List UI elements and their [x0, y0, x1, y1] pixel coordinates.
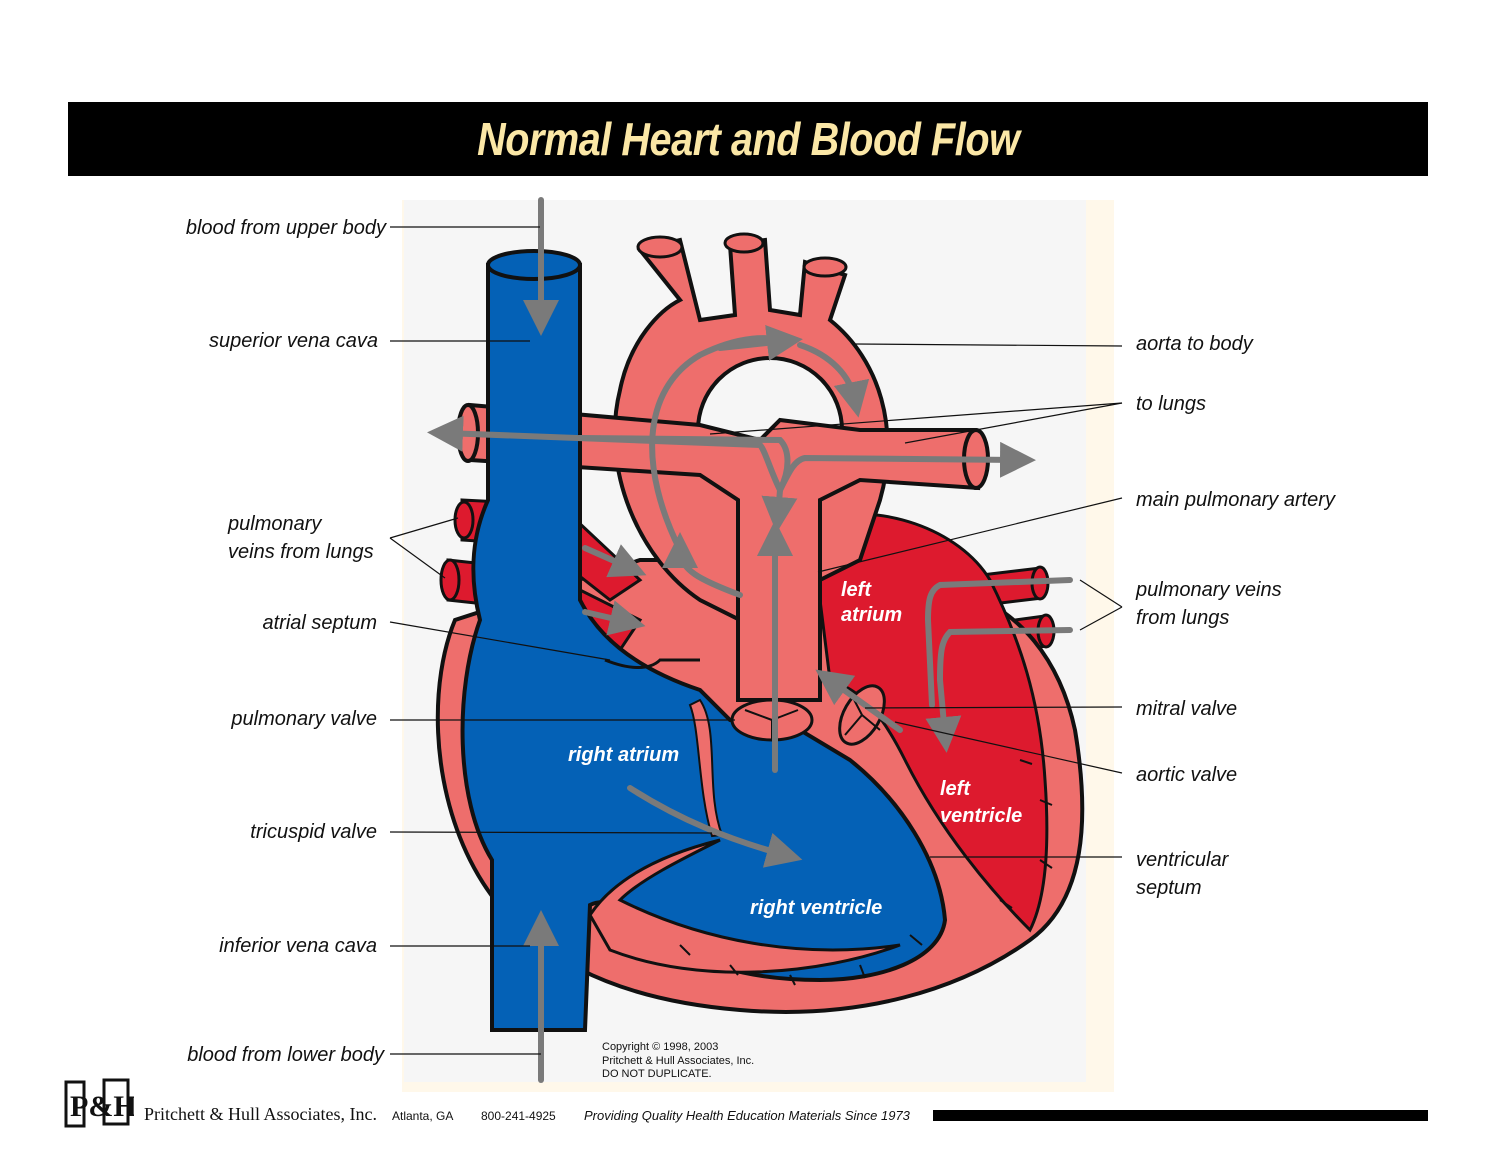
- copyright-line2: Pritchett & Hull Associates, Inc.: [602, 1054, 755, 1067]
- label-inferior-vena-cava: inferior vena cava: [219, 935, 377, 957]
- label-blood-from-upper-body: blood from upper body: [185, 217, 386, 239]
- page-title: Normal Heart and Blood Flow: [476, 113, 1020, 165]
- flow-arrows: [427, 197, 1073, 1083]
- company-name: Pritchett & Hull Associates, Inc.: [144, 1104, 377, 1124]
- label-pulmonary-veins-right-line1: pulmonary veins: [1136, 579, 1282, 601]
- label-mitral-valve: mitral valve: [1136, 698, 1238, 720]
- label-atrial-septum: atrial septum: [262, 612, 378, 634]
- label-left-ventricle: left ventricle: [940, 776, 1022, 830]
- label-blood-from-lower-body: blood from lower body: [187, 1044, 384, 1066]
- right-heart-chambers: [460, 249, 948, 1032]
- label-pulmonary-veins-right: pulmonary veins from lungs: [1136, 576, 1282, 632]
- label-pulmonary-veins-left: pulmonary veins from lungs: [228, 510, 374, 566]
- title-bar: Normal Heart and Blood Flow: [68, 102, 1428, 176]
- label-pulmonary-valve: pulmonary valve: [231, 708, 377, 730]
- label-ventricular-septum-line2: septum: [1136, 877, 1202, 899]
- label-left-ventricle-line2: ventricle: [940, 805, 1023, 827]
- label-pulmonary-veins-left-line1: pulmonary: [228, 513, 322, 535]
- copyright-notice: Copyright © 1998, 2003 Pritchett & Hull …: [602, 1041, 754, 1082]
- label-pulmonary-veins-left-line2: veins from lungs: [228, 541, 374, 563]
- label-superior-vena-cava: superior vena cava: [209, 330, 378, 352]
- leader-lines: [389, 226, 1123, 1055]
- label-left-atrium-line2: atrium: [841, 604, 903, 626]
- muscle-trabeculae: [679, 759, 1053, 986]
- footer-rule: [933, 1110, 1428, 1121]
- label-aorta-to-body: aorta to body: [1136, 333, 1253, 355]
- label-tricuspid-valve: tricuspid valve: [250, 821, 377, 843]
- label-left-ventricle-line1: left: [940, 778, 970, 800]
- label-ventricular-septum: ventricular septum: [1136, 846, 1228, 902]
- atrial-septum-wall: [604, 658, 700, 669]
- label-ventricular-septum-line1: ventricular: [1136, 849, 1229, 871]
- copyright-line3: DO NOT DUPLICATE.: [602, 1068, 712, 1080]
- label-pulmonary-veins-right-line2: from lungs: [1136, 607, 1230, 629]
- label-left-atrium-line1: left: [841, 579, 871, 601]
- logo-text: P&H: [70, 1090, 134, 1123]
- footer-tagline: Providing Quality Health Education Mater…: [584, 1108, 910, 1123]
- label-main-pulmonary-artery: main pulmonary artery: [1136, 489, 1335, 511]
- right-ventricle-wall: [588, 838, 901, 974]
- label-to-lungs: to lungs: [1136, 393, 1207, 415]
- label-aortic-valve: aortic valve: [1136, 764, 1238, 786]
- label-right-atrium: right atrium: [568, 744, 680, 766]
- footer-phone: 800-241-4925: [481, 1109, 556, 1123]
- label-left-atrium: left atrium: [841, 578, 902, 628]
- copyright-line1: Copyright © 1998, 2003: [602, 1041, 719, 1053]
- company-logo: P&H: [64, 1078, 134, 1128]
- footer: P&H Pritchett & Hull Associates, Inc. At…: [0, 1078, 1496, 1134]
- label-right-ventricle: right ventricle: [750, 897, 883, 919]
- footer-city: Atlanta, GA: [392, 1109, 454, 1123]
